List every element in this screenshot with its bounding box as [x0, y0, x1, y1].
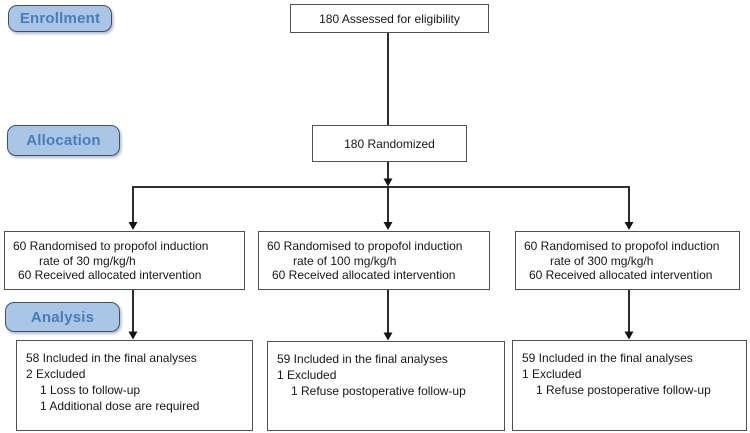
- allocation-line: 60 Received allocated intervention: [529, 268, 713, 282]
- analysis-line: 59 Included in the final analyses: [277, 352, 448, 366]
- allocation-line: 60 Randomised to propofol induction: [524, 239, 720, 253]
- analysis-box-300: 59 Included in the final analyses 1 Excl…: [512, 340, 747, 431]
- analysis-box-100: 59 Included in the final analyses 1 Excl…: [267, 341, 505, 431]
- randomized-box-text: 180 Randomized: [344, 136, 435, 151]
- allocation-line: 60 Received allocated intervention: [18, 268, 202, 282]
- arrowhead-analysis-left: [128, 331, 138, 340]
- analysis-line: 1 Excluded: [522, 367, 582, 381]
- analysis-line: 59 Included in the final analyses: [522, 351, 693, 365]
- stage-badge-allocation: Allocation: [7, 125, 120, 156]
- randomized-box: 180 Randomized: [312, 125, 467, 162]
- allocation-line: rate of 30 mg/kg/h: [39, 253, 136, 268]
- analysis-line: 58 Included in the final analyses: [26, 351, 197, 365]
- allocation-line: 60 Received allocated intervention: [272, 268, 456, 282]
- arrowhead-branch-left: [128, 222, 138, 230]
- analysis-line: 1 Loss to follow-up: [40, 383, 141, 397]
- analysis-line: 1 Excluded: [277, 368, 337, 382]
- allocation-box-30: 60 Randomised to propofol induction rate…: [4, 231, 245, 290]
- analysis-line: 1 Additional dose are required: [40, 399, 200, 413]
- connector-branch-horizontal: [132, 186, 630, 222]
- assessed-box: 180 Assessed for eligibility: [290, 4, 489, 33]
- analysis-box-30: 58 Included in the final analyses 2 Excl…: [16, 340, 253, 431]
- arrowhead-analysis-middle: [383, 332, 393, 341]
- stage-badge-analysis: Analysis: [5, 302, 120, 332]
- analysis-line: 2 Excluded: [26, 367, 86, 381]
- arrowhead-branch-right: [624, 222, 634, 230]
- allocation-line: 60 Randomised to propofol induction: [13, 239, 209, 253]
- allocation-box-300: 60 Randomised to propofol induction rate…: [515, 231, 740, 290]
- assessed-box-text: 180 Assessed for eligibility: [319, 11, 460, 26]
- arrowhead-branch-middle: [383, 222, 393, 230]
- arrowhead-analysis-right: [624, 331, 634, 340]
- allocation-line: rate of 300 mg/kg/h: [550, 253, 654, 268]
- allocation-line: 60 Randomised to propofol induction: [267, 239, 463, 253]
- analysis-line: 1 Refuse postoperative follow-up: [291, 384, 466, 398]
- allocation-line: rate of 100 mg/kg/h: [293, 253, 397, 268]
- stage-badge-enrollment: Enrollment: [8, 5, 112, 32]
- arrowhead-randomized-to-branch: [383, 178, 393, 187]
- analysis-line: 1 Refuse postoperative follow-up: [536, 383, 711, 397]
- allocation-box-100: 60 Randomised to propofol induction rate…: [258, 231, 490, 290]
